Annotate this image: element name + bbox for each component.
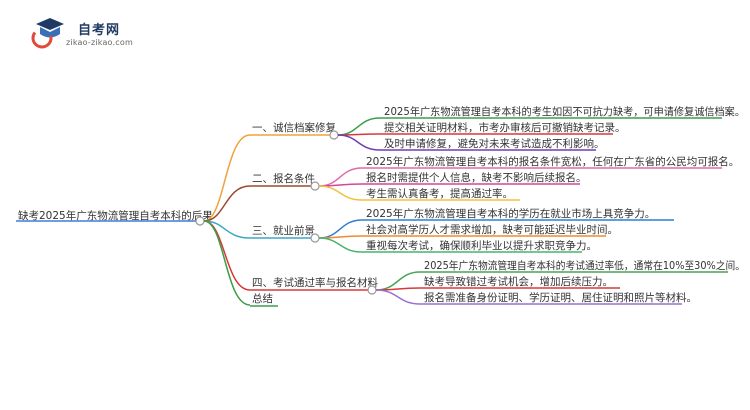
branch-1-label: 一、诚信档案修复 bbox=[252, 121, 336, 134]
branch-link-1 bbox=[203, 134, 251, 222]
b2-item-2: 报名时需提供个人信息，缺考不影响后续报名。 bbox=[366, 171, 587, 184]
b1-item-2: 提交相关证明材料，市考办审核后可撤销缺考记录。 bbox=[384, 121, 626, 134]
b1-item-1: 2025年广东物流管理自考本科的考生如因不可抗力缺考，可申请修复诚信档案。 bbox=[384, 105, 745, 118]
site-logo[interactable] bbox=[28, 14, 138, 54]
b3-item-1: 2025年广东物流管理自考本科的学历在就业市场上具竞争力。 bbox=[366, 207, 655, 220]
b3-leaf-link-1 bbox=[318, 219, 363, 239]
branch-4-label: 四、考试通过率与报名材料 bbox=[252, 276, 378, 289]
b2-leaf-link-3 bbox=[318, 185, 363, 201]
b4-item-3: 报名需准备身份证明、学历证明、居住证明和照片等材料。 bbox=[424, 291, 697, 304]
branch-3-node[interactable] bbox=[310, 233, 320, 243]
logo-title: 自考网 bbox=[78, 23, 121, 38]
branch-5-label: 总结 bbox=[252, 292, 273, 305]
b1-item-3: 及时申请修复，避免对未来考试造成不利影响。 bbox=[384, 137, 605, 150]
root-label: 缺考2025年广东物流管理自考本科的后果 bbox=[18, 209, 213, 222]
b4-item-2: 缺考导致错过考试机会，增加后续压力。 bbox=[424, 275, 613, 288]
b3-item-2: 社会对高学历人才需求增加，缺考可能延迟毕业时间。 bbox=[366, 223, 618, 236]
branch-3-label: 三、就业前景 bbox=[252, 224, 315, 237]
root-node[interactable] bbox=[195, 216, 205, 226]
b1-leaf-link-3 bbox=[337, 134, 381, 151]
branch-4-node[interactable] bbox=[367, 285, 377, 295]
logo-subtitle: zikao-zikao.com bbox=[66, 38, 133, 47]
branch-2-label: 二、报名条件 bbox=[252, 172, 315, 185]
b3-leaf-link-3 bbox=[318, 237, 363, 253]
b1-leaf-link-1 bbox=[337, 117, 381, 136]
logo-icon bbox=[31, 18, 64, 49]
branch-2-node[interactable] bbox=[310, 181, 320, 191]
b3-item-3: 重视每次考试，确保顺利毕业以提升求职竞争力。 bbox=[366, 239, 597, 252]
branch-link-5 bbox=[203, 220, 251, 306]
b4-leaf-link-3 bbox=[375, 289, 421, 305]
b2-item-3: 考生需认真备考，提高通过率。 bbox=[366, 187, 513, 200]
b4-item-1: 2025年广东物流管理自考本科的考试通过率低，通常在10%至30%之间。 bbox=[424, 259, 745, 272]
b2-item-1: 2025年广东物流管理自考本科的报名条件宽松，任何在广东省的公民均可报名。 bbox=[366, 155, 739, 168]
b4-leaf-link-1 bbox=[375, 271, 421, 291]
b2-leaf-link-1 bbox=[318, 167, 363, 187]
branch-1-node[interactable] bbox=[329, 130, 339, 140]
branch-link-2 bbox=[203, 185, 251, 222]
